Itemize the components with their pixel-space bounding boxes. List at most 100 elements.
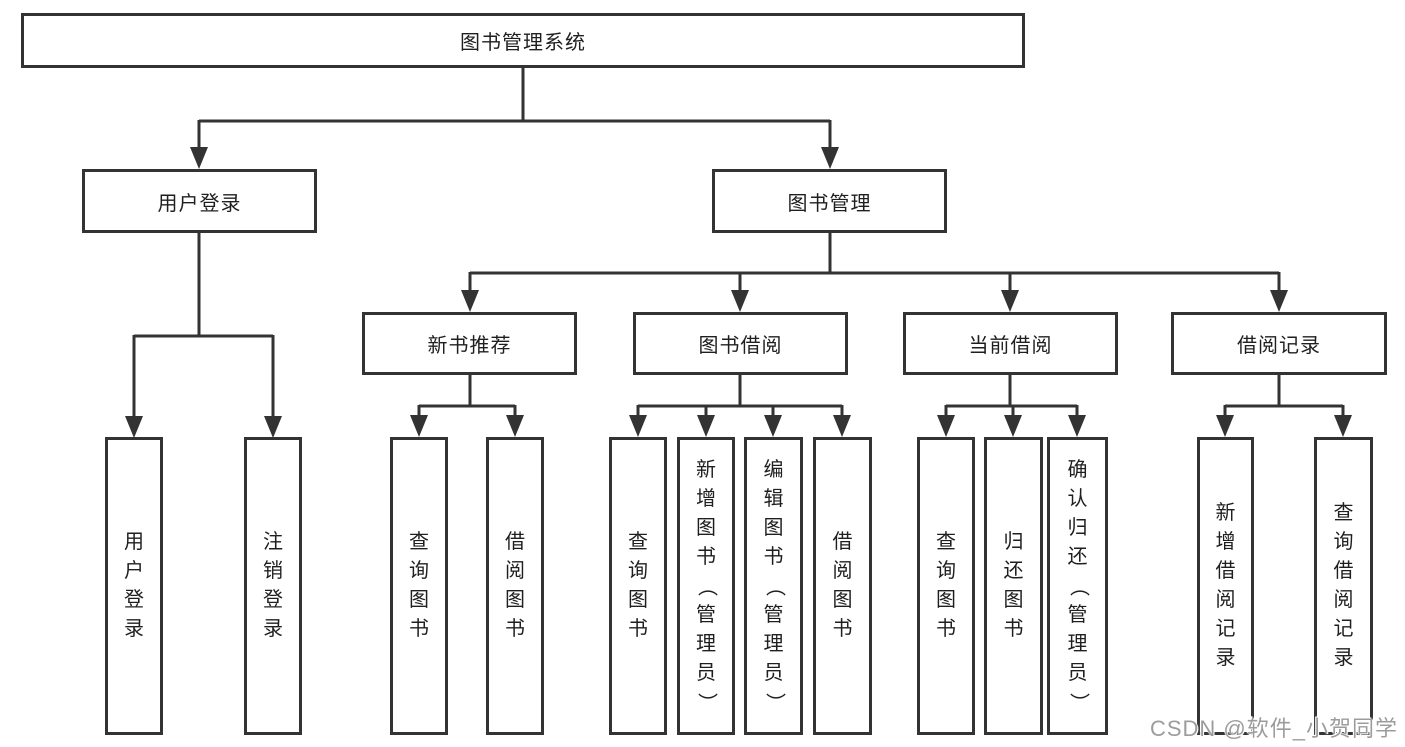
node-user-login: 用户登录 [82,169,317,233]
vertical-glyph: 员 [696,661,716,684]
node-book-borrow: 图书借阅 [633,312,848,375]
vertical-glyph: 查 [628,531,648,553]
vertical-glyph: 新 [1215,502,1236,524]
vertical-glyph: 录 [124,618,144,640]
vertical-glyph: 查 [936,531,956,553]
vertical-glyph: 登 [263,589,283,611]
vertical-glyph: 书 [763,545,784,568]
vertical-glyph: 还 [1003,560,1024,582]
vertical-glyph: 询 [628,560,648,582]
watermark: CSDN @软件_小贺同学 [1149,716,1398,741]
leaf-borrow-books-recommend: 借阅图书 [486,437,544,735]
vertical-glyph: 录 [1333,647,1354,669]
leaf-logout: 注销登录 [244,437,302,735]
vertical-glyph: 借 [832,531,853,553]
node-root-label: 图书管理系统 [460,32,586,54]
vertical-glyph: ） [763,692,785,712]
leaf-query-books-borrow: 查询图书 [609,437,667,735]
vertical-glyph: 录 [1215,647,1236,669]
vertical-glyph: 图 [763,516,784,539]
leaf-user-login: 用户登录 [105,437,163,735]
leaf-add-borrow-record: 新增借阅记录 [1197,437,1254,735]
node-borrow-records: 借阅记录 [1171,312,1387,375]
vertical-glyph: （ [1067,576,1089,596]
node-root: 图书管理系统 [21,13,1025,68]
vertical-glyph: 借 [505,531,525,553]
leaf-borrow-books: 借阅图书 [813,437,872,735]
vertical-glyph: 询 [409,560,429,582]
vertical-glyph: 阅 [1333,589,1354,611]
node-new-book-recommend: 新书推荐 [362,312,577,375]
vertical-glyph: 阅 [832,560,853,582]
node-user-login-label: 用户登录 [157,192,242,215]
vertical-glyph: 查 [1333,502,1354,524]
vertical-glyph: 注 [263,531,283,553]
vertical-glyph: 户 [124,560,144,582]
vertical-glyph: 书 [409,618,429,640]
vertical-glyph: 询 [936,560,956,582]
vertical-glyph: 辑 [763,487,784,510]
vertical-glyph: 图 [628,589,648,611]
vertical-glyph: 理 [763,632,784,655]
vertical-glyph: 记 [1333,618,1354,640]
vertical-glyph: 归 [1003,531,1024,553]
vertical-glyph: 新 [696,458,716,481]
vertical-glyph: 图 [1003,589,1024,611]
vertical-glyph: 归 [1067,516,1088,539]
vertical-glyph: 管 [696,603,716,626]
vertical-glyph: 员 [1067,661,1088,684]
vertical-glyph: 询 [1333,531,1354,553]
vertical-glyph: 管 [763,603,784,626]
vertical-glyph: 理 [696,632,716,655]
node-new-book-recommend-label: 新书推荐 [427,335,512,357]
vertical-glyph: 认 [1067,487,1088,510]
vertical-glyph: 管 [1067,603,1088,626]
vertical-glyph: 阅 [505,560,525,582]
node-current-borrow-label: 当前借阅 [968,335,1053,357]
leaf-confirm-return-admin: 确认归还 （ 管理员 ） [1047,437,1108,735]
node-book-borrow-label: 图书借阅 [698,335,783,357]
leaf-edit-books-admin: 编辑图书 （ 管理员 ） [744,437,803,735]
vertical-glyph: 图 [505,589,525,611]
vertical-glyph: 图 [832,589,853,611]
vertical-glyph: 确 [1067,458,1088,481]
vertical-glyph: 书 [832,618,853,640]
node-book-management: 图书管理 [712,169,947,233]
vertical-glyph: 理 [1067,632,1088,655]
vertical-glyph: （ [763,576,785,596]
vertical-glyph: 记 [1215,618,1236,640]
vertical-glyph: 员 [763,661,784,684]
vertical-glyph: 增 [1215,531,1236,553]
vertical-glyph: 录 [263,618,283,640]
vertical-glyph: 书 [1003,618,1024,640]
vertical-glyph: 借 [1333,560,1354,582]
vertical-glyph: 登 [124,589,144,611]
node-borrow-records-label: 借阅记录 [1237,335,1321,357]
leaf-return-books: 归还图书 [984,437,1043,735]
vertical-glyph: 书 [505,618,525,640]
vertical-glyph: 书 [936,618,956,640]
vertical-glyph: ） [1067,692,1089,712]
vertical-glyph: 编 [763,458,784,481]
vertical-glyph: 图 [936,589,956,611]
vertical-glyph: 用 [124,531,144,553]
node-book-management-label: 图书管理 [787,192,872,215]
node-current-borrow: 当前借阅 [903,312,1118,375]
vertical-glyph: 书 [628,618,648,640]
leaf-query-borrow-record: 查询借阅记录 [1314,437,1373,735]
vertical-glyph: 图 [409,589,429,611]
leaf-add-books-admin: 新增图书 （ 管理员 ） [677,437,735,735]
leaf-query-books-current: 查询图书 [917,437,975,735]
vertical-glyph: ） [695,692,718,712]
vertical-glyph: 借 [1215,560,1236,582]
vertical-glyph: 还 [1067,545,1088,568]
vertical-glyph: 阅 [1215,589,1236,611]
vertical-glyph: 书 [696,545,716,568]
vertical-glyph: 查 [409,531,429,553]
vertical-glyph: 图 [696,516,716,539]
vertical-glyph: 增 [696,487,716,510]
vertical-glyph: （ [695,576,718,596]
leaf-query-books-recommend: 查询图书 [390,437,448,735]
